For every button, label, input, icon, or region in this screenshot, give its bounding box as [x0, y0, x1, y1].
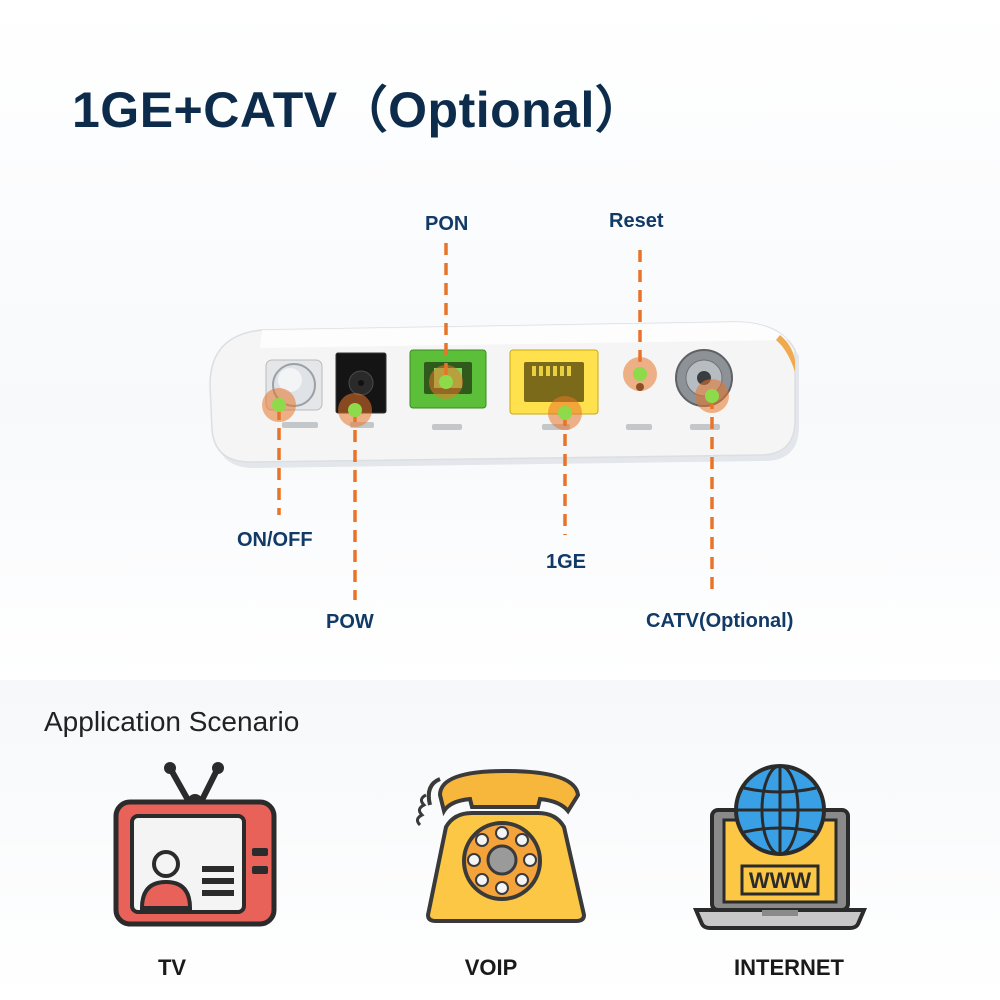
device-orange-trim — [776, 335, 795, 372]
power-jack-pin — [358, 380, 364, 386]
onoff-button-highlight — [278, 368, 302, 392]
ge-callout-label: 1GE — [546, 551, 587, 573]
pon-callout-label: PON — [425, 213, 469, 235]
reset-callout-label: Reset — [609, 210, 664, 232]
page-title: 1GE+CATV（Optional） — [72, 82, 646, 138]
application-label-internet: INTERNET — [734, 955, 844, 980]
laptop-globe-icon: WWW — [692, 764, 868, 930]
callout-lines — [277, 243, 714, 600]
application-scenario-heading: Application Scenario — [44, 706, 300, 737]
device-rear-panel-diagram — [209, 243, 799, 600]
reset-dot — [633, 367, 647, 381]
onoff-dot — [272, 398, 286, 412]
pow-dot — [348, 403, 362, 417]
application-label-voip: VOIP — [464, 955, 518, 980]
ge-dot — [558, 406, 572, 420]
catv-callout-label: CATV(Optional) — [646, 610, 794, 632]
device-top-highlight — [260, 322, 788, 348]
catv-dot — [705, 389, 719, 403]
callout-dots — [262, 357, 729, 430]
telephone-icon — [415, 768, 587, 923]
pon-dot — [439, 375, 453, 389]
onoff-callout-label: ON/OFF — [237, 529, 313, 551]
ge-port-pins — [532, 366, 571, 376]
application-label-tv: TV — [157, 955, 187, 980]
www-label: WWW — [749, 868, 812, 893]
pow-callout-label: POW — [326, 611, 374, 633]
tv-icon — [113, 762, 277, 927]
